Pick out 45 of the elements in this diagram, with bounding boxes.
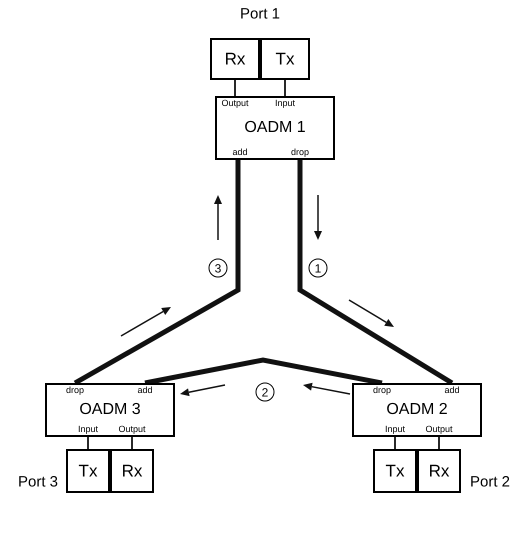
port-box	[210, 38, 260, 80]
port-label: drop	[291, 147, 309, 158]
port-name: Tx	[78, 462, 98, 480]
connector-line	[131, 437, 133, 449]
port-caption: Port 2	[470, 474, 510, 490]
port-label: Input	[274, 98, 296, 109]
port-box	[373, 449, 417, 493]
port-name: Rx	[122, 462, 142, 480]
port-name: Rx	[428, 462, 450, 480]
port-label: drop	[66, 385, 84, 396]
port-label: Output	[221, 98, 249, 109]
connector-line	[394, 437, 396, 449]
fiber-link	[144, 357, 382, 386]
connector-line	[284, 80, 286, 96]
oadm-box	[45, 383, 175, 437]
port-label: Output	[118, 424, 146, 435]
port-name: Tx	[276, 50, 294, 68]
port-box	[66, 449, 110, 493]
port-label: add	[137, 385, 153, 396]
device-name: OADM 1	[244, 120, 306, 136]
device-name: OADM 2	[386, 402, 448, 418]
port-label: Input	[384, 424, 406, 435]
circled-number: 2	[256, 382, 274, 402]
port-label: drop	[373, 385, 391, 396]
oadm-box	[352, 383, 482, 437]
connector-line	[438, 437, 440, 449]
fiber-link	[298, 160, 454, 386]
port-name: Tx	[386, 462, 404, 480]
oadm-box	[215, 96, 335, 160]
circled-number: 1	[308, 258, 328, 278]
port-label: Output	[425, 424, 453, 435]
port-label: add	[232, 147, 248, 158]
port-caption: Port 3	[18, 474, 58, 490]
port-label: add	[444, 385, 460, 396]
port-box	[110, 449, 154, 493]
port-name: Rx	[224, 50, 246, 68]
connector-line	[87, 437, 89, 449]
port-box	[417, 449, 461, 493]
port-label: Input	[78, 424, 98, 435]
fiber-link	[74, 160, 240, 386]
device-name: OADM 3	[79, 402, 141, 418]
port-box	[260, 38, 310, 80]
port-caption: Port 1	[240, 6, 280, 22]
connector-line	[234, 80, 236, 96]
circled-number: 3	[208, 258, 228, 278]
